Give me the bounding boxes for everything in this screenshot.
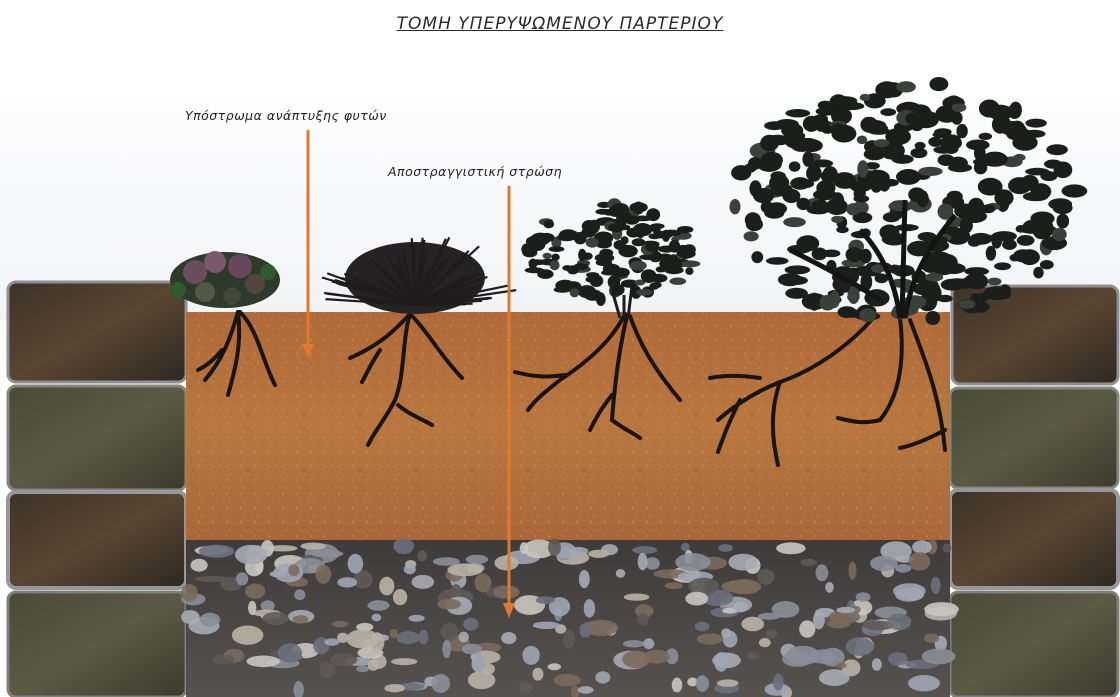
- label-growing-substrate: Υπόστρωμα ανάπτυξης φυτών: [185, 108, 387, 123]
- label-drainage-layer: Αποστραγγιστική στρώση: [388, 164, 562, 179]
- soil-layer: [186, 312, 950, 542]
- diagram-title: ΤΟΜΗ ΥΠΕΡΥΨΩΜΕΝΟΥ ΠΑΡΤΕΡΙΟΥ: [0, 14, 1120, 34]
- right-stone-wall: [950, 286, 1118, 697]
- gravel-layer: [181, 538, 959, 697]
- left-stone-wall: [8, 282, 186, 697]
